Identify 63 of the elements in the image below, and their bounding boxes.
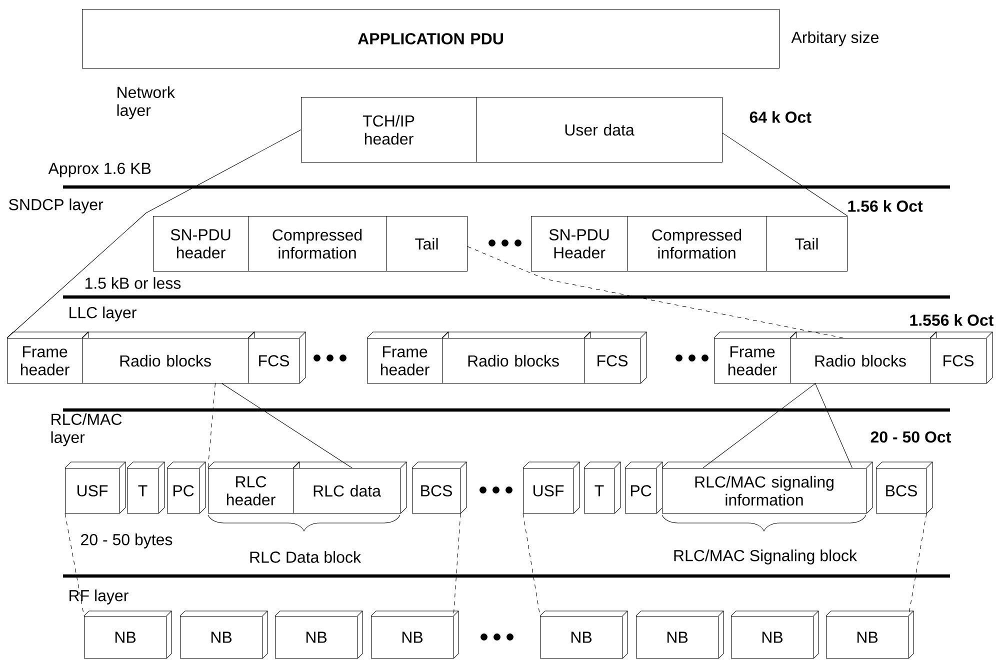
header-box: TCH/IP header (301, 97, 477, 163)
block: Frame header (714, 332, 797, 384)
layer-label: RLC Data block (250, 551, 362, 563)
block: PC (166, 462, 206, 514)
connector-line (208, 383, 216, 468)
layer-label: RLC/MAC Signaling block (674, 550, 858, 564)
connector-line (6, 130, 302, 338)
block: RLC data (292, 462, 407, 514)
layer-label: RF layer (70, 590, 128, 604)
connector-line (453, 513, 461, 616)
block: PC (624, 462, 663, 514)
field-box: Compressed information (248, 216, 387, 272)
block: Radio blocks (442, 332, 591, 384)
connector-line (467, 246, 844, 338)
block: FCS (584, 332, 647, 384)
layer-label: Network layer (117, 86, 175, 120)
layer-label: 1.556 k Oct (910, 314, 994, 326)
field-box: SN-PDU header (153, 216, 249, 272)
block: NB (274, 610, 363, 659)
block: NB (540, 610, 628, 659)
block: RLC/MAC signaling information (662, 462, 873, 514)
layer-label: 20 - 50 Oct (870, 431, 951, 443)
connector-line (64, 513, 84, 616)
block: T (126, 462, 165, 514)
connector-line (722, 132, 848, 216)
layer-label: Approx 1.6 KB (48, 162, 151, 178)
block: FCS (930, 332, 993, 384)
block: NB (180, 610, 268, 659)
block: BCS (412, 462, 467, 514)
block: NB (370, 610, 459, 659)
block: T (584, 462, 621, 514)
layer-label: 1.56 k Oct (848, 200, 923, 212)
layer-label: LLC layer (70, 306, 136, 322)
connector-line (522, 513, 540, 616)
connector-line (702, 383, 816, 468)
connector-line (815, 383, 852, 468)
block: NB (826, 610, 914, 659)
connector-line (908, 513, 927, 616)
data-box: User data (476, 97, 723, 163)
pdu-box: APPLICATION PDU (82, 9, 780, 69)
block: RLC header (208, 462, 300, 514)
block: USF (64, 462, 126, 514)
layer-label: 20 - 50 bytes (81, 534, 172, 548)
field-box: Tail (766, 216, 848, 272)
layer-label: 1.5 kB or less (86, 277, 181, 289)
block: Radio blocks (790, 332, 937, 384)
block: NB (730, 610, 819, 659)
layer-label: RLC/MAC layer (51, 413, 122, 446)
block: NB (84, 610, 172, 659)
block: NB (636, 610, 724, 659)
block: USF (522, 462, 580, 514)
field-box: SN-PDU Header (531, 216, 628, 272)
field-box: Compressed information (627, 216, 767, 272)
field-box: Tail (386, 216, 468, 272)
size-note: Arbitary size (791, 31, 879, 46)
block: Frame header (366, 332, 449, 384)
block: Radio blocks (82, 332, 255, 384)
block: FCS (248, 332, 306, 384)
layer-label: SNDCP layer (9, 198, 104, 214)
connector-line (222, 383, 352, 468)
layer-label: 64 k Oct (750, 111, 812, 123)
block: Frame header (6, 332, 89, 384)
block: BCS (876, 462, 933, 514)
